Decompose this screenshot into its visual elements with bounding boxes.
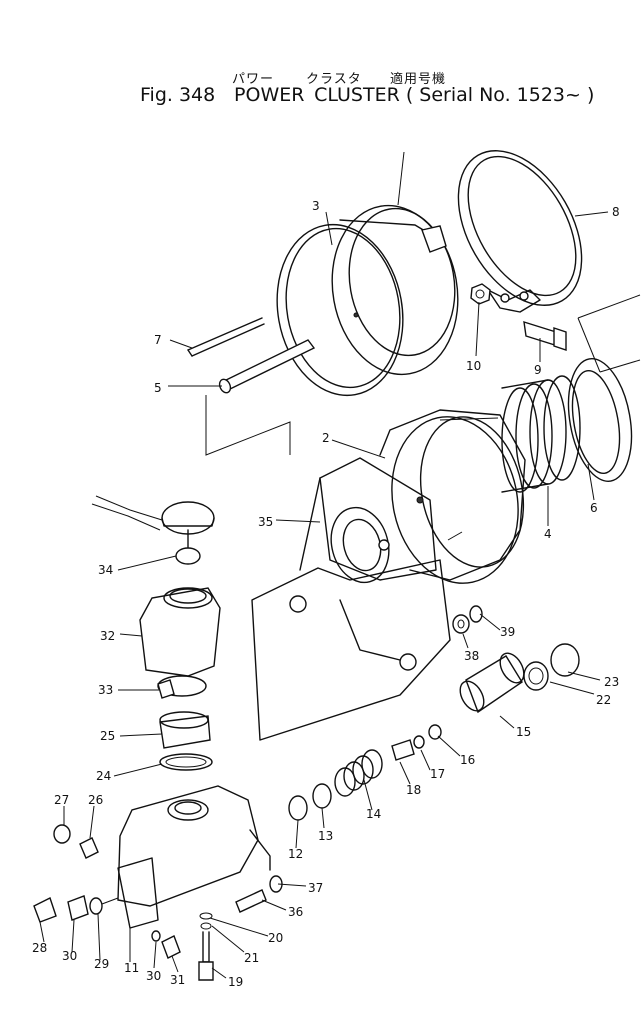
part-label-20: 20 — [268, 931, 283, 945]
switch-cap — [91, 495, 215, 565]
part-label-10: 10 — [466, 359, 481, 373]
figure-title: Fig. 348 POWER CLUSTER ( Serial No. 1523… — [140, 84, 594, 106]
part-label-8: 8 — [612, 205, 620, 219]
nut — [470, 283, 491, 305]
part-label-39: 39 — [500, 625, 515, 639]
seal-ring — [159, 753, 213, 771]
part-label-29: 29 — [94, 957, 109, 971]
dust-boot — [550, 643, 580, 677]
thin-rod — [187, 317, 265, 357]
cap — [53, 824, 71, 844]
part-label-5: 5 — [154, 381, 162, 395]
union-bolt — [33, 897, 57, 923]
leader-lines — [39, 211, 609, 979]
lock-washer — [469, 605, 483, 623]
part-label-13: 13 — [318, 829, 333, 843]
adapter-nut — [159, 711, 211, 749]
master-cylinder — [117, 785, 271, 929]
part-label-24: 24 — [96, 769, 111, 783]
part-label-16: 16 — [460, 753, 475, 767]
power-cylinder — [379, 409, 526, 584]
part-label-23: 23 — [604, 675, 619, 689]
title-jp-cluster: クラスタ — [306, 72, 362, 87]
part-label-37: 37 — [308, 881, 323, 895]
piston-gear — [459, 652, 525, 714]
diaphragm — [276, 223, 404, 397]
part-label-4: 4 — [544, 527, 552, 541]
part-label-19: 19 — [228, 975, 243, 989]
long-bolt — [198, 912, 214, 981]
part-label-35: 35 — [258, 515, 273, 529]
title-jp-power: パワー — [232, 72, 275, 87]
bellows — [501, 375, 581, 493]
part-label-15: 15 — [516, 725, 531, 739]
push-rod — [205, 339, 316, 456]
part-label-30a: 30 — [62, 949, 77, 963]
hollow-bolt — [235, 875, 283, 913]
part-label-11: 11 — [124, 961, 139, 975]
title-serial: ( Serial No. 1523~ ) — [405, 84, 595, 106]
bleeder-screw — [79, 837, 99, 859]
part-labels: 3 8 7 5 10 9 2 6 4 35 34 32 39 38 23 33 … — [32, 199, 620, 989]
spring-assembly — [288, 724, 442, 821]
figure-number: Fig. 348 — [140, 84, 216, 106]
fitting-left — [67, 895, 119, 921]
rear-cover — [567, 294, 641, 482]
part-label-38: 38 — [464, 649, 479, 663]
part-label-32: 32 — [100, 629, 115, 643]
part-label-7: 7 — [154, 333, 162, 347]
hose-clamp — [157, 675, 207, 699]
part-label-3: 3 — [312, 199, 320, 213]
part-label-30b: 30 — [146, 969, 161, 983]
part-label-14: 14 — [366, 807, 381, 821]
seal-cup — [523, 661, 549, 691]
bolt — [523, 321, 567, 351]
part-label-36: 36 — [288, 905, 303, 919]
part-label-9: 9 — [534, 363, 542, 377]
part-label-2: 2 — [322, 431, 330, 445]
part-label-22: 22 — [596, 693, 611, 707]
mounting-bracket — [251, 457, 451, 741]
title-cluster: CLUSTER — [314, 84, 400, 106]
clamp-band — [457, 150, 583, 313]
part-label-34: 34 — [98, 563, 113, 577]
drain-plug — [151, 930, 181, 959]
title-jp-applicable: 適用号機 — [390, 72, 447, 87]
part-label-26: 26 — [88, 793, 103, 807]
part-label-27: 27 — [54, 793, 69, 807]
part-label-18: 18 — [406, 783, 421, 797]
reservoir-tank — [139, 587, 221, 677]
part-label-12: 12 — [288, 847, 303, 861]
part-label-17: 17 — [430, 767, 445, 781]
part-label-28: 28 — [32, 941, 47, 955]
part-label-25: 25 — [100, 729, 115, 743]
part-label-31: 31 — [170, 973, 185, 987]
part-label-21: 21 — [244, 951, 259, 965]
part-label-33: 33 — [98, 683, 113, 697]
lock-nut — [452, 614, 470, 634]
title-power: POWER — [234, 84, 305, 106]
part-label-6: 6 — [590, 501, 598, 515]
front-cover — [331, 151, 459, 376]
